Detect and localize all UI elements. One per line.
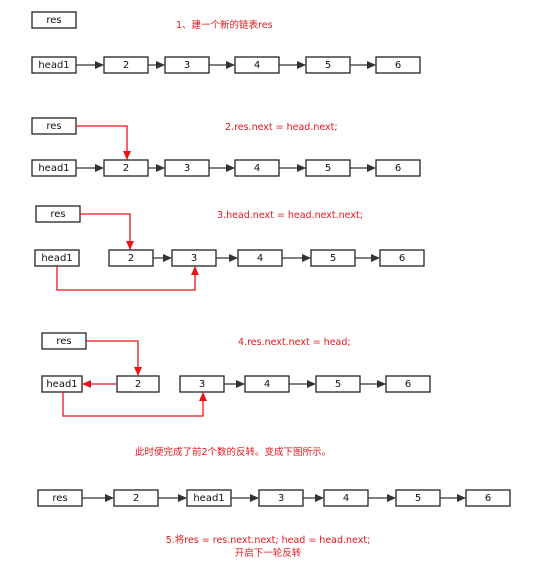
svg-text:6: 6 bbox=[395, 163, 401, 174]
node-5: 5 bbox=[310, 249, 356, 267]
node-3: 3 bbox=[258, 489, 304, 507]
node-res: res bbox=[41, 332, 87, 350]
svg-text:res: res bbox=[46, 121, 61, 132]
svg-text:6: 6 bbox=[399, 253, 405, 264]
node-2: 2 bbox=[103, 159, 149, 177]
svg-text:6: 6 bbox=[395, 60, 401, 71]
node-4: 4 bbox=[234, 56, 280, 74]
svg-text:4: 4 bbox=[343, 493, 349, 504]
node-6: 6 bbox=[465, 489, 511, 507]
svg-text:res: res bbox=[52, 493, 67, 504]
node-3: 3 bbox=[179, 375, 225, 393]
node-6: 6 bbox=[375, 56, 421, 74]
node-3: 3 bbox=[164, 56, 210, 74]
svg-text:4: 4 bbox=[257, 253, 263, 264]
svg-text:2: 2 bbox=[133, 493, 139, 504]
svg-text:3: 3 bbox=[184, 163, 190, 174]
node-4: 4 bbox=[234, 159, 280, 177]
caption-step3: 3.head.next = head.next.next; bbox=[217, 210, 363, 221]
caption-step2: 2.res.next = head.next; bbox=[225, 122, 338, 133]
node-5: 5 bbox=[305, 159, 351, 177]
pointer-arrow bbox=[80, 213, 134, 250]
node-5: 5 bbox=[315, 375, 361, 393]
node-2: 2 bbox=[103, 56, 149, 74]
node-4: 4 bbox=[237, 249, 283, 267]
svg-text:5: 5 bbox=[335, 379, 341, 390]
node-head1: head1 bbox=[186, 489, 232, 507]
node-2: 2 bbox=[116, 375, 160, 393]
node-head1: head1 bbox=[31, 159, 77, 177]
svg-text:4: 4 bbox=[264, 379, 270, 390]
svg-text:2: 2 bbox=[123, 163, 129, 174]
head-next-arrow bbox=[56, 266, 199, 291]
svg-text:head1: head1 bbox=[41, 253, 72, 264]
node-6: 6 bbox=[375, 159, 421, 177]
node-res: res bbox=[37, 489, 83, 507]
svg-text:4: 4 bbox=[254, 163, 260, 174]
svg-text:5: 5 bbox=[325, 60, 331, 71]
step2-group: res 2.res.next = head.next; head1 2 3 4 … bbox=[31, 117, 421, 177]
node-4: 4 bbox=[323, 489, 369, 507]
step3-group: res 3.head.next = head.next.next; head1 … bbox=[34, 205, 425, 291]
svg-text:res: res bbox=[50, 209, 65, 220]
caption-step5-line2: 开启下一轮反转 bbox=[235, 547, 302, 559]
svg-text:5: 5 bbox=[415, 493, 421, 504]
node-head1: head1 bbox=[41, 375, 83, 393]
node-5: 5 bbox=[395, 489, 441, 507]
svg-text:2: 2 bbox=[123, 60, 129, 71]
svg-text:6: 6 bbox=[485, 493, 491, 504]
svg-text:5: 5 bbox=[330, 253, 336, 264]
step1-group: res 1、建一个新的链表res head1 2 3 4 5 6 bbox=[31, 11, 421, 74]
node-2: 2 bbox=[113, 489, 159, 507]
node-5: 5 bbox=[305, 56, 351, 74]
caption-note: 此时便完成了前2个数的反转。变成下图所示。 bbox=[135, 446, 331, 458]
node-6: 6 bbox=[385, 375, 431, 393]
svg-text:4: 4 bbox=[254, 60, 260, 71]
node-2: 2 bbox=[108, 249, 154, 267]
step5-group: res 2 head1 3 4 5 6 5.将res = res.next.ne… bbox=[37, 489, 511, 559]
svg-text:3: 3 bbox=[199, 379, 205, 390]
svg-text:head1: head1 bbox=[38, 60, 69, 71]
caption-step5-line1: 5.将res = res.next.next; head = head.next… bbox=[166, 535, 371, 546]
svg-text:res: res bbox=[46, 15, 61, 26]
node-6: 6 bbox=[379, 249, 425, 267]
caption-step4: 4.res.next.next = head; bbox=[238, 337, 351, 348]
svg-text:3: 3 bbox=[184, 60, 190, 71]
pointer-arrow bbox=[86, 340, 142, 376]
svg-text:head1: head1 bbox=[193, 493, 224, 504]
node-3: 3 bbox=[171, 249, 217, 267]
svg-text:2: 2 bbox=[128, 253, 134, 264]
svg-text:2: 2 bbox=[135, 379, 141, 390]
node-res: res bbox=[35, 205, 81, 223]
svg-text:head1: head1 bbox=[46, 379, 77, 390]
svg-text:6: 6 bbox=[405, 379, 411, 390]
head-next-arrow bbox=[62, 392, 207, 417]
pointer-arrow bbox=[76, 125, 131, 160]
svg-text:3: 3 bbox=[278, 493, 284, 504]
node-res: res bbox=[31, 117, 77, 135]
step4-group: res 4.res.next.next = head; head1 2 3 4 … bbox=[41, 332, 431, 417]
node-4: 4 bbox=[244, 375, 290, 393]
node-res: res bbox=[31, 11, 77, 29]
node-3: 3 bbox=[164, 159, 210, 177]
svg-text:3: 3 bbox=[191, 253, 197, 264]
node-head1: head1 bbox=[31, 56, 77, 74]
node-head1: head1 bbox=[34, 249, 80, 267]
svg-text:head1: head1 bbox=[38, 163, 69, 174]
svg-text:5: 5 bbox=[325, 163, 331, 174]
svg-text:res: res bbox=[56, 336, 71, 347]
caption-step1: 1、建一个新的链表res bbox=[176, 19, 273, 31]
